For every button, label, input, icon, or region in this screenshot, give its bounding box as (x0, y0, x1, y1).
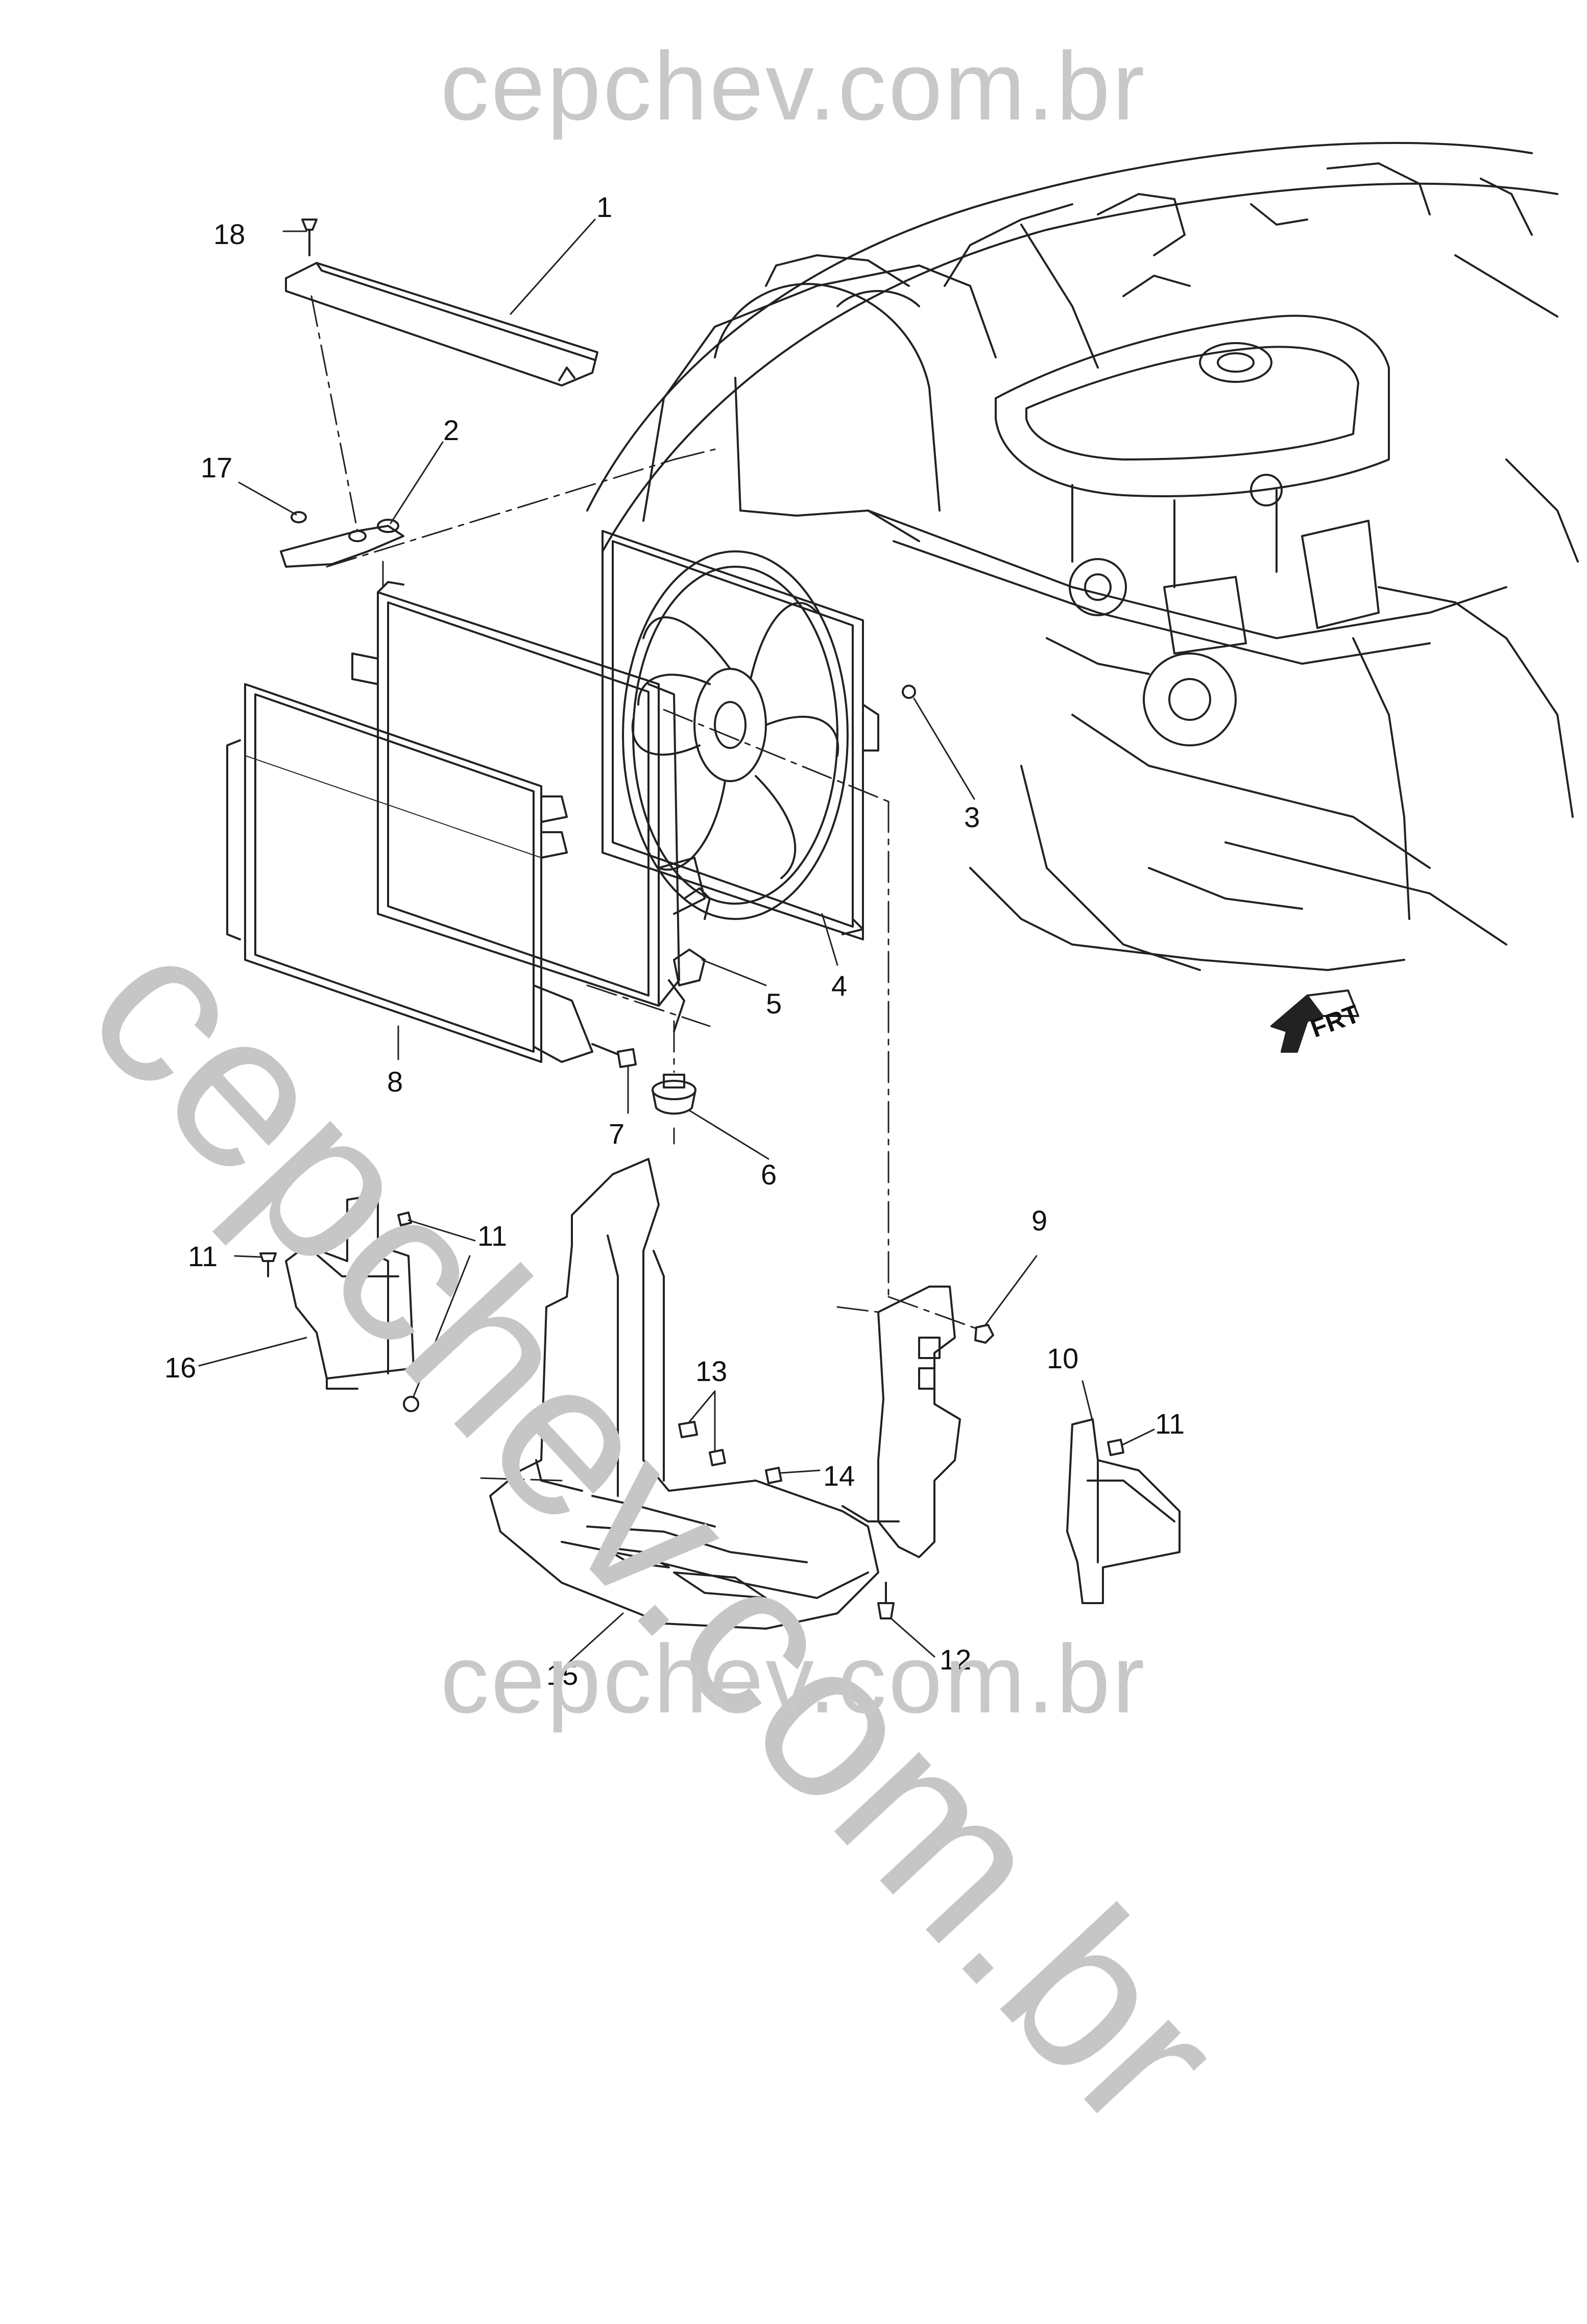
leader-lines (198, 219, 1155, 1665)
radiator (351, 581, 706, 1032)
callout-5: 5 (766, 987, 782, 1020)
callout-14: 14 (823, 1460, 855, 1492)
part-11-fastener-left (259, 1212, 419, 1412)
callout-12: 12 (940, 1643, 971, 1676)
callout-9: 9 (1031, 1204, 1047, 1237)
part-2-bracket (280, 511, 404, 568)
part-11-fastener-right (1107, 1439, 1124, 1456)
callout-11-left: 11 (188, 1240, 218, 1272)
callout-18: 18 (213, 218, 245, 250)
part-14-fastener (765, 1467, 782, 1484)
part-7-bolt (591, 1043, 637, 1068)
alignment-lines (310, 295, 981, 1482)
engine-cover (995, 314, 1390, 746)
callout-labels: 1 2 3 4 5 6 7 8 9 10 11 11 11 12 13 14 1… (164, 191, 1363, 1691)
part-13-fasteners (678, 1421, 726, 1466)
frt-arrow-icon (1270, 989, 1359, 1053)
callout-4: 4 (831, 970, 847, 1002)
part-8-condenser (226, 683, 593, 1063)
vehicle-front-body (586, 141, 1579, 971)
callout-11-right: 11 (1155, 1408, 1185, 1440)
part-18-clip (301, 219, 318, 256)
watermark-top: cepchev.com.br (440, 32, 1147, 140)
callout-15: 15 (546, 1659, 578, 1691)
callout-16: 16 (164, 1351, 196, 1384)
part-5-hose (673, 887, 711, 986)
callout-6: 6 (761, 1158, 777, 1191)
part-6-insulator (652, 1074, 696, 1115)
callout-2: 2 (443, 414, 459, 446)
exploded-parts-diagram: 1 2 3 4 5 6 7 8 9 10 11 11 11 12 13 14 1… (164, 141, 1579, 1691)
part-1-upper-baffle (285, 262, 598, 386)
callout-17: 17 (201, 451, 232, 483)
callout-1: 1 (596, 191, 612, 223)
part-9-nut (974, 1324, 994, 1344)
part-4-fan-shroud (602, 530, 879, 940)
watermark-bottom: cepchev.com.br (440, 1625, 1147, 1733)
right-shield-bracket (877, 1286, 961, 1558)
part-10-right-deflector (1066, 1418, 1181, 1604)
part-16-left-deflector (285, 1194, 415, 1390)
callout-10: 10 (1047, 1342, 1078, 1374)
part-15-lower-shield (489, 1158, 900, 1630)
callout-11-mid: 11 (477, 1220, 507, 1252)
callout-7: 7 (609, 1118, 624, 1150)
part-3-clip (902, 685, 916, 699)
callout-13: 13 (695, 1355, 727, 1387)
callout-8: 8 (387, 1066, 403, 1098)
callout-3: 3 (964, 801, 980, 833)
